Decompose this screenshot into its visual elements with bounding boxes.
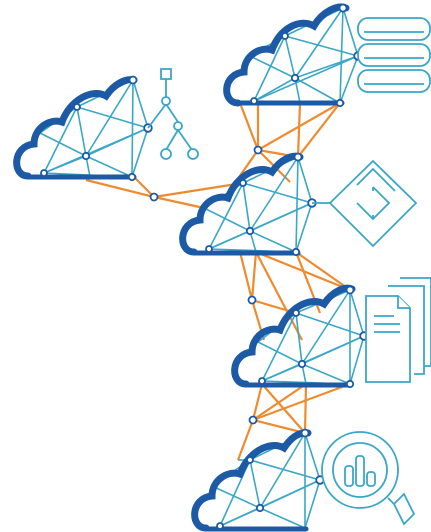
cloud-outline [223, 3, 350, 107]
documents-icon [365, 277, 431, 383]
cloud-analytics [191, 428, 325, 532]
link-lines [85, 102, 351, 461]
cloud-outline [191, 429, 312, 532]
cube-icon [312, 159, 418, 248]
cloud-outline [231, 284, 356, 388]
cloud-hierarchy [13, 75, 153, 182]
cloud-outline [179, 152, 304, 256]
cloud-cube [179, 152, 317, 257]
mesh-lines [39, 79, 149, 178]
junction-nodes [149, 145, 263, 425]
database-icon [357, 17, 431, 93]
cloud-database [223, 3, 363, 108]
cloud-documents [231, 284, 369, 389]
mesh-nodes [40, 75, 153, 182]
mesh-lines [249, 7, 359, 104]
analytics-magnifier-icon [321, 431, 416, 526]
mesh-nodes [258, 285, 369, 389]
hierarchy-tree-icon [147, 68, 199, 160]
mesh-lines [203, 156, 313, 253]
cloud-outline [13, 76, 138, 180]
